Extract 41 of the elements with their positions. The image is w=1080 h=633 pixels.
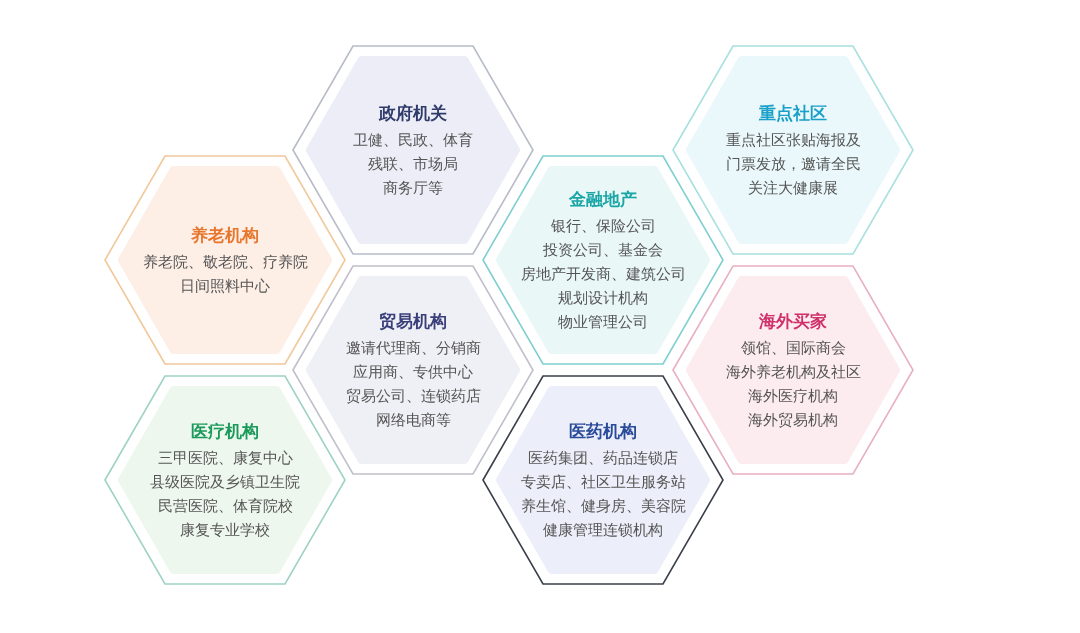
hexagon-card: [671, 44, 915, 256]
hexagon-text: 重点社区张贴海报及: [725, 131, 861, 150]
hexagon-text: 贸易公司、连锁药店: [345, 387, 481, 406]
hexagon-text: 物业管理公司: [558, 313, 648, 332]
hexagon-text: 残联、市场局: [368, 155, 458, 174]
hexagon-text: 健康管理连锁机构: [543, 521, 663, 540]
hexagon-card: [291, 44, 535, 256]
hexagon-text: 养老院、敬老院、疗养院: [142, 253, 308, 272]
hexagon-text: 康复专业学校: [180, 521, 270, 540]
hexagon-text: 民营医院、体育院校: [157, 497, 293, 516]
hexagon-text: 领馆、国际商会: [740, 339, 846, 358]
hexagon-text: 县级医院及乡镇卫生院: [150, 473, 300, 492]
hexagon-text: 三甲医院、康复中心: [157, 449, 293, 468]
hexagon-text: 房地产开发商、建筑公司: [520, 265, 686, 284]
hexagon-text: 规划设计机构: [558, 289, 648, 308]
hexagon-text: 邀请代理商、分销商: [345, 339, 481, 358]
hexagon-title: 金融地产: [569, 188, 637, 211]
hexagon-text: 投资公司、基金会: [543, 241, 663, 260]
hexagon-text: 海外养老机构及社区: [725, 363, 861, 382]
hexagon-text: 日间照料中心: [180, 277, 270, 296]
hexagon-text: 银行、保险公司: [550, 217, 656, 236]
hexagon-text: 卫健、民政、体育: [353, 131, 473, 150]
hexagon-title: 医疗机构: [191, 420, 259, 443]
hexagon-text: 应用商、专供中心: [353, 363, 473, 382]
hexagon-card: [103, 374, 347, 586]
hexagon-text: 网络电商等: [375, 411, 451, 430]
hexagon-text: 海外贸易机构: [748, 411, 838, 430]
hexagon-text: 门票发放，邀请全民: [725, 155, 861, 174]
hexagon-title: 海外买家: [759, 310, 827, 333]
hexagon-card: [481, 374, 725, 586]
hexagon-text: 关注大健康展: [748, 179, 838, 198]
hexagon-title: 政府机关: [379, 102, 447, 125]
hexagon-text: 医药集团、药品连锁店: [528, 449, 678, 468]
hexagon-text: 养生馆、健身房、美容院: [520, 497, 686, 516]
hexagon-title: 养老机构: [191, 224, 259, 247]
hexagon-title: 贸易机构: [379, 310, 447, 333]
hexagon-text: 专卖店、社区卫生服务站: [520, 473, 686, 492]
hexagon-text: 商务厅等: [383, 179, 443, 198]
hexagon-text: 海外医疗机构: [748, 387, 838, 406]
hexagon-title: 重点社区: [759, 102, 827, 125]
hexagon-title: 医药机构: [569, 420, 637, 443]
